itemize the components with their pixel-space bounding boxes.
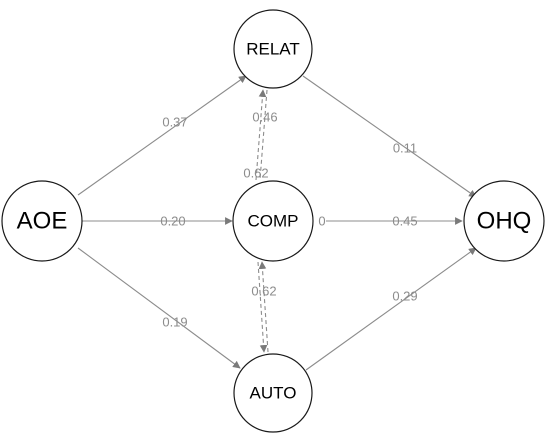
- edge-comp-auto-a: [257, 261, 268, 353]
- edge-label-aoe-comp: 0.20: [160, 214, 185, 229]
- edge-relat-ohq: [302, 75, 477, 198]
- edge-label-comp-relat: 0.46: [252, 110, 277, 125]
- edge-comp-relat-b: [259, 89, 268, 181]
- edge-label-aoe-auto: 0.19: [162, 315, 187, 330]
- edge-label-aoe-relat: 0.37: [162, 115, 187, 130]
- node-relat: RELAT: [233, 9, 313, 89]
- node-aoe-label: AOE: [17, 208, 68, 235]
- node-auto-label: AUTO: [250, 384, 297, 403]
- node-auto: AUTO: [233, 353, 313, 433]
- edge-comp-auto-b: [258, 261, 269, 353]
- node-ohq: OHQ: [463, 180, 545, 262]
- node-aoe: AOE: [1, 180, 83, 262]
- node-ohq-label: OHQ: [477, 208, 532, 235]
- edge-label-relat-ohq: 0.11: [393, 141, 417, 156]
- edge-label-relat-comp: 0.62: [243, 166, 268, 181]
- edge-label-comp-ohq-start: 0: [318, 214, 325, 229]
- edge-label-comp-auto: 0.62: [251, 284, 276, 299]
- edge-comp-relat-a: [255, 89, 267, 181]
- node-comp-label: COMP: [248, 212, 299, 231]
- edge-aoe-relat: [77, 75, 247, 196]
- node-comp: COMP: [232, 180, 314, 262]
- node-relat-label: RELAT: [246, 40, 300, 59]
- edge-label-comp-ohq: 0.45: [392, 214, 417, 229]
- edge-aoe-auto: [77, 247, 241, 369]
- edge-label-auto-ohq: 0.29: [392, 289, 417, 304]
- edge-auto-ohq: [305, 247, 477, 371]
